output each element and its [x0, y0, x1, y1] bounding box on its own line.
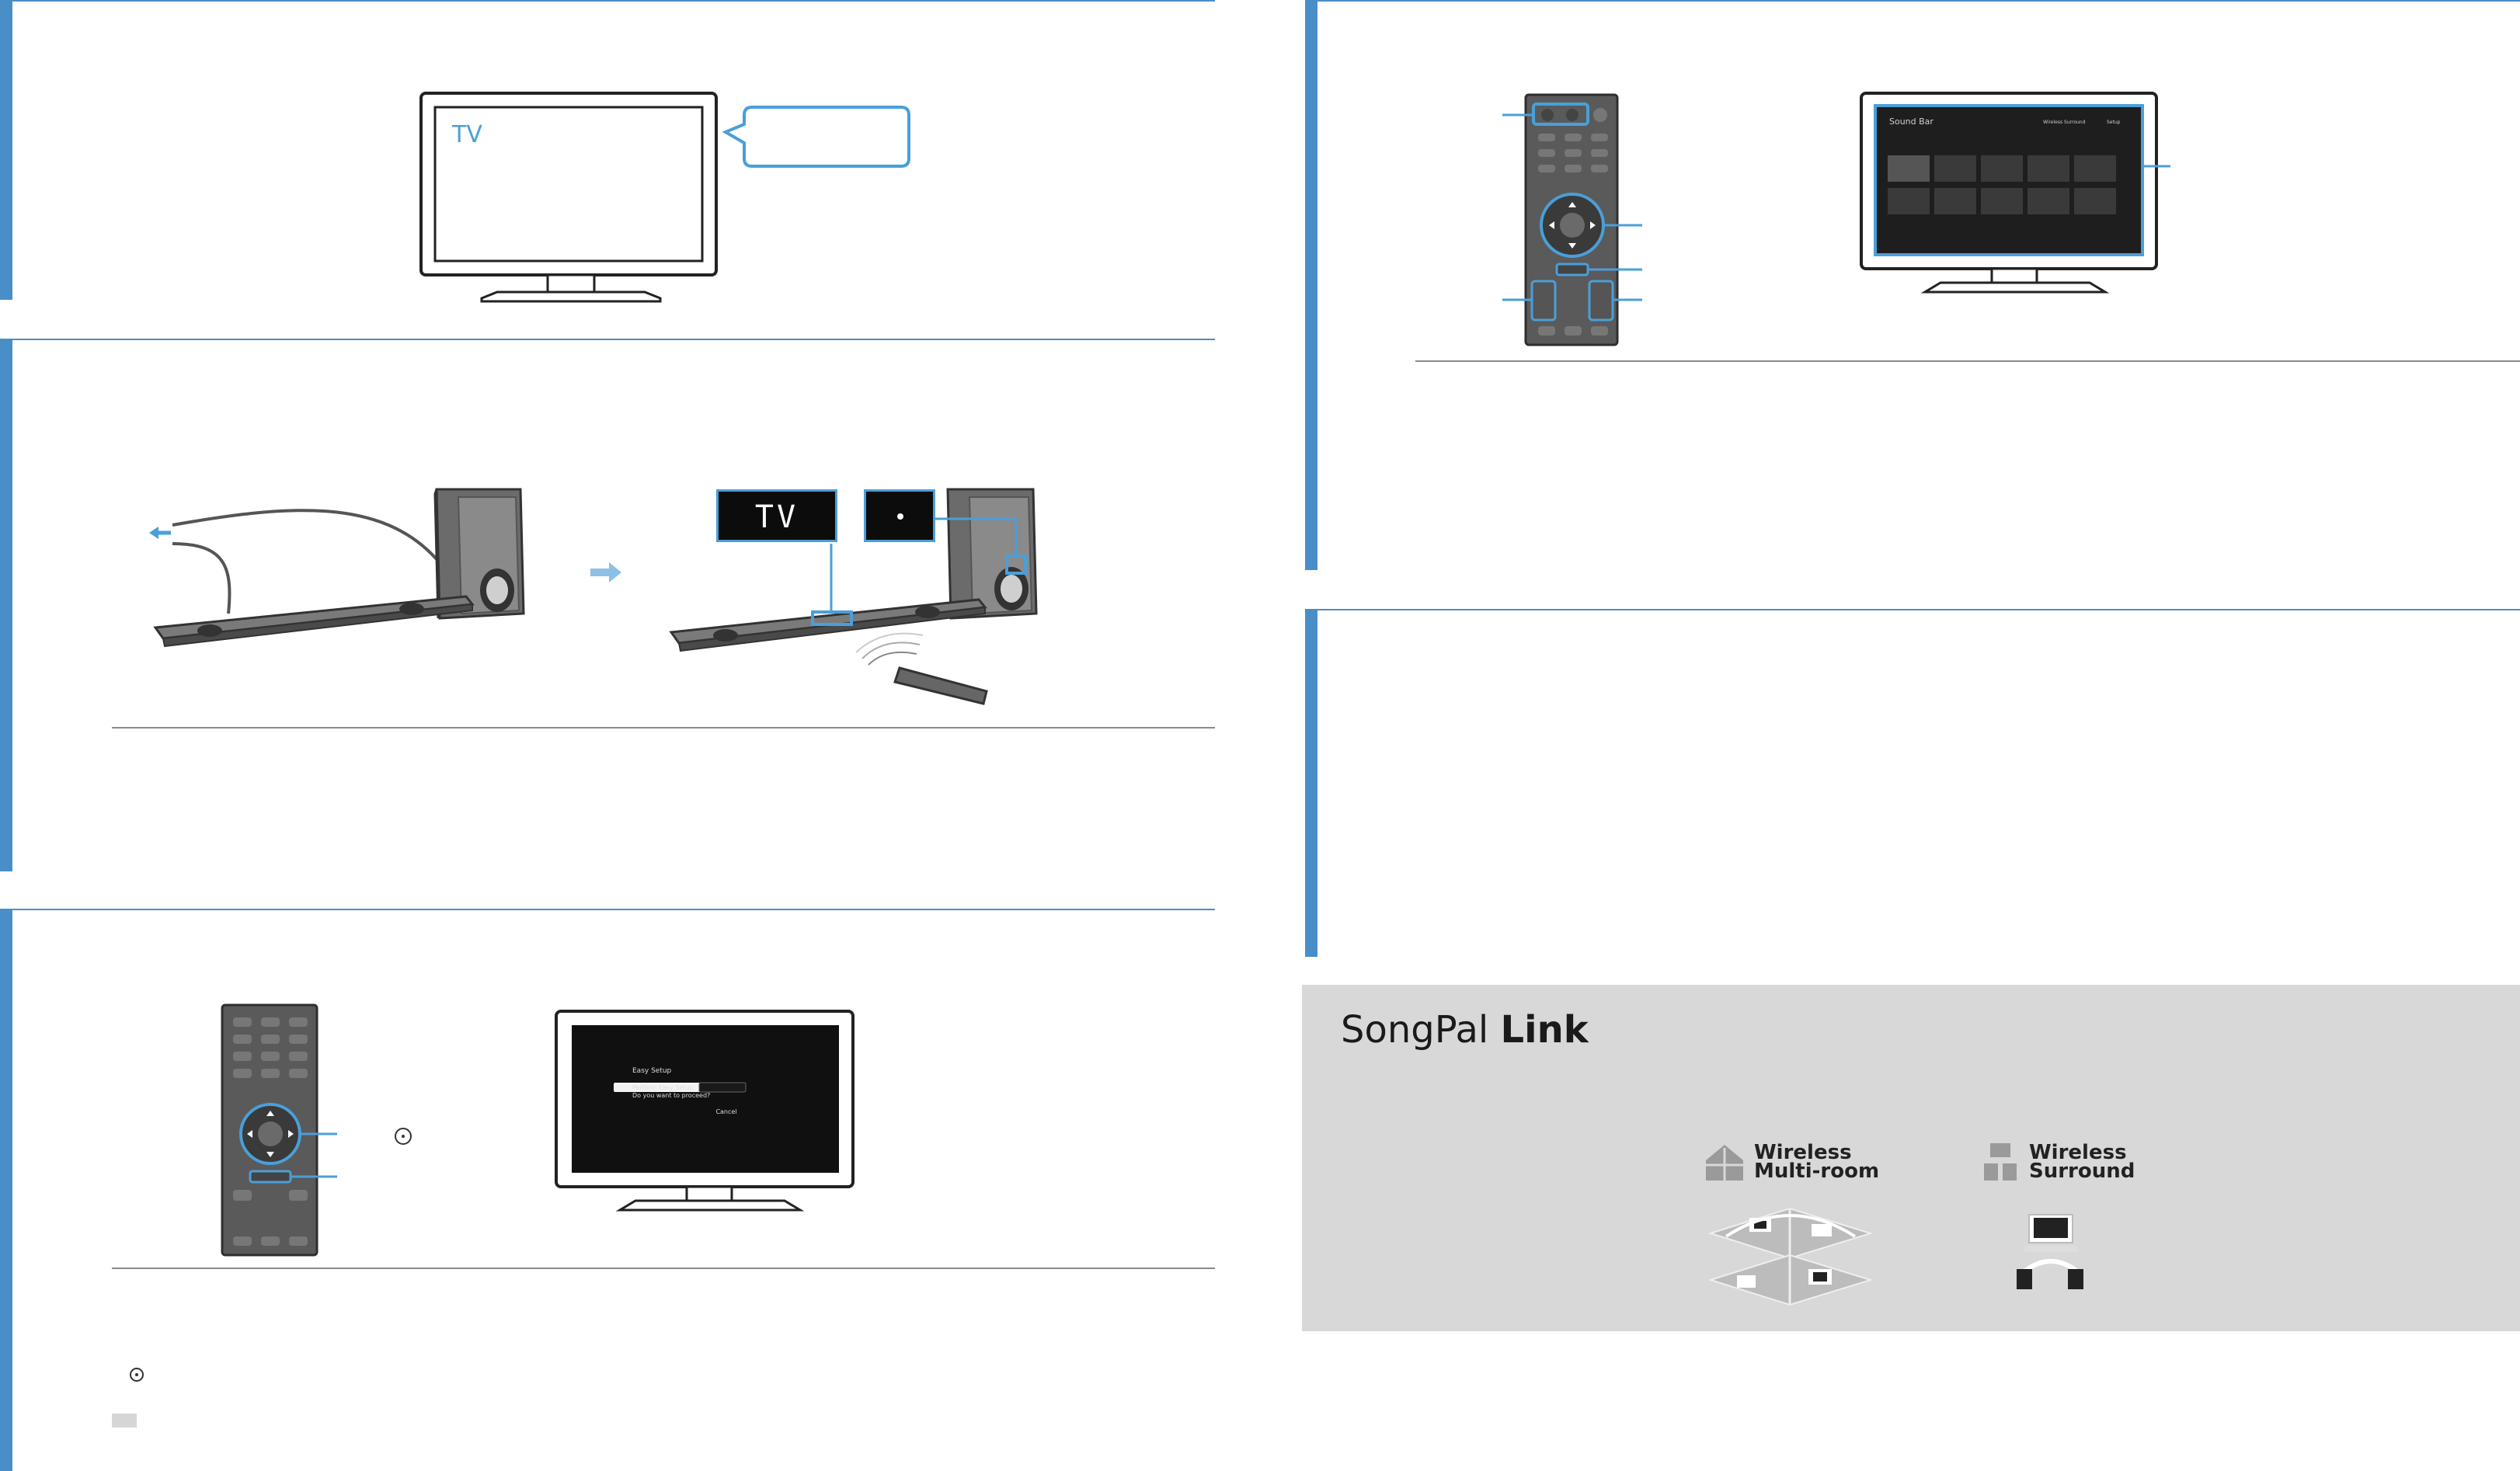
- multiroom-house-icon: [1706, 1145, 1743, 1181]
- easy-setup-ok-button[interactable]: OK: [670, 1108, 680, 1115]
- surround-label: Wireless Surround: [2029, 1141, 2135, 1183]
- section1-accent-bar: [0, 0, 12, 300]
- enter-note-icon: [130, 1368, 144, 1382]
- section2-divider: [112, 727, 1215, 729]
- home-menu-wireless-surround: Wireless Surround: [2043, 120, 2086, 125]
- home-menu-title: Sound Bar: [1889, 116, 1934, 127]
- section3-accent-bar: [0, 909, 12, 1471]
- note-marker: [112, 1414, 137, 1428]
- easy-setup-dialog-line2: Do you want to proceed?: [632, 1092, 711, 1099]
- section1-top-rule: [0, 0, 1215, 2]
- surround-speaker-icon: [1984, 1143, 2017, 1181]
- next-step-arrow-icon: [590, 562, 621, 582]
- tv-input-label: TV: [452, 121, 482, 148]
- section2-top-rule: [0, 339, 1215, 340]
- soundbar-connection-illustration: [149, 488, 525, 648]
- front-display-text: TV: [754, 499, 799, 535]
- easy-setup-dialog-line1: Perform Easy Setup.: [632, 1084, 696, 1091]
- surround-illustration: [2017, 1214, 2083, 1289]
- songpal-title-bold: Link: [1500, 1008, 1589, 1052]
- songpal-title-light: SongPal: [1341, 1008, 1489, 1052]
- section4-top-rule: [1305, 0, 2520, 2]
- easy-setup-dialog-title: Easy Setup: [632, 1067, 672, 1075]
- tv-illustration: [419, 92, 910, 303]
- section4-divider: [1415, 360, 2520, 362]
- front-display-panel: TV: [716, 489, 837, 542]
- surround-label-line1: Wireless: [2029, 1141, 2127, 1164]
- songpal-link-panel: [1302, 985, 2520, 1331]
- section3-top-rule: [0, 909, 1215, 910]
- multiroom-label: Wireless Multi-room: [1754, 1141, 1880, 1183]
- surround-label-line2: Surround: [2029, 1160, 2135, 1183]
- remote-home-illustration: [1502, 93, 1642, 346]
- section2-accent-bar: [0, 339, 12, 871]
- section3-divider: [112, 1268, 1215, 1269]
- section4-accent-bar: [1305, 0, 1317, 570]
- enter-icon: [395, 1128, 412, 1145]
- home-menu-setup: Setup: [2107, 120, 2121, 125]
- home-menu-tv-illustration: [1860, 92, 2170, 294]
- remote-control-illustration: [221, 1003, 337, 1257]
- multiroom-label-line2: Multi-room: [1754, 1160, 1880, 1183]
- songpal-link-logo: SongPal Link: [1341, 1008, 1589, 1052]
- section5-accent-bar: [1305, 609, 1317, 957]
- section5-top-rule: [1305, 609, 2520, 610]
- soundbar-display-illustration: [669, 488, 1038, 705]
- sensor-zoom-panel: [864, 489, 935, 542]
- multiroom-label-line1: Wireless: [1754, 1141, 1852, 1164]
- multiroom-illustration: [1707, 1207, 1874, 1306]
- easy-setup-tv-illustration: [555, 1010, 855, 1212]
- indicator-dot: [897, 513, 903, 520]
- easy-setup-cancel-button[interactable]: Cancel: [715, 1108, 737, 1115]
